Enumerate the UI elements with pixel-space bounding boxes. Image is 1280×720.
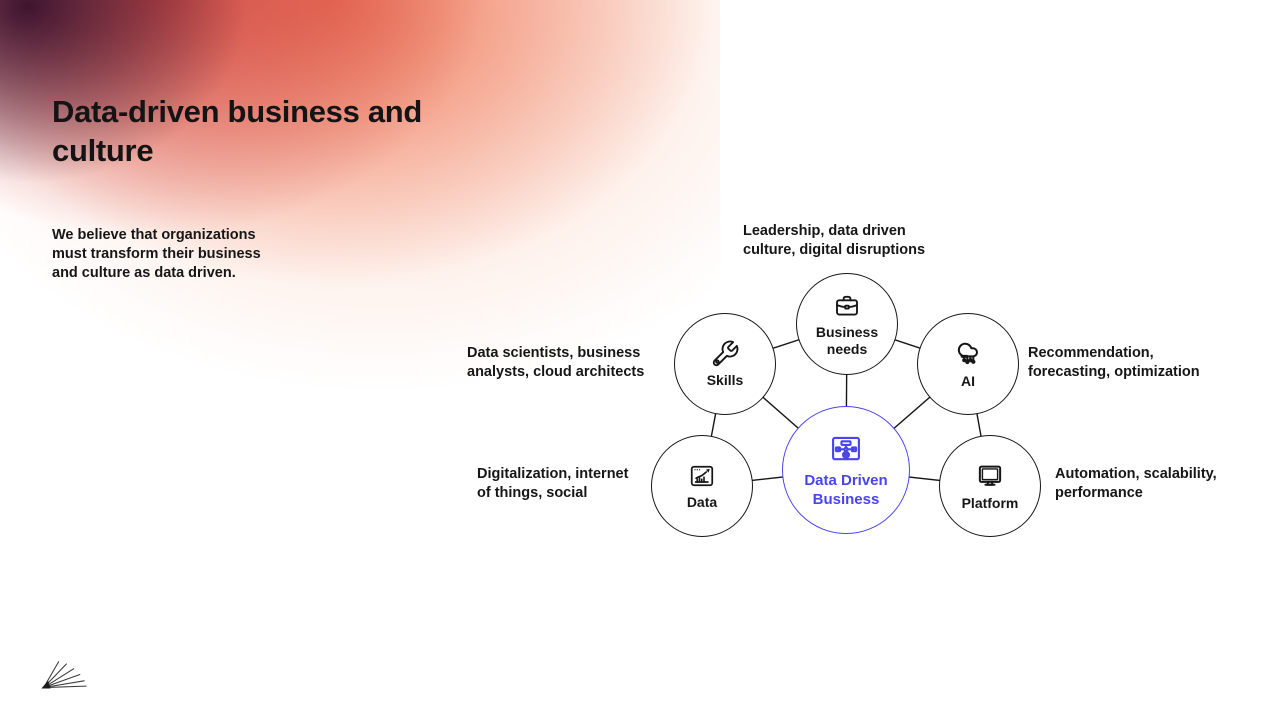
briefcase-icon (832, 291, 862, 321)
node-label-ai: AI (961, 373, 975, 389)
node-business-needs: Business needs (796, 273, 898, 375)
node-label-data: Data (686, 494, 718, 510)
node-label-skills: Skills (706, 372, 744, 388)
node-label-business-needs: Business needs (815, 323, 879, 357)
wrench-icon (710, 339, 740, 369)
fan-lines-logo-icon (38, 660, 88, 697)
cloud-ai-icon (952, 338, 984, 370)
annotation-business-needs: Leadership, data driven culture, digital… (743, 223, 926, 258)
background-gradient (0, 0, 720, 480)
node-skills: Skills (674, 313, 776, 415)
annotation-platform: Automation, scalability, performance (1055, 466, 1217, 501)
annotation-data: Digitalization, internet of things, soci… (477, 466, 629, 501)
node-platform: Platform (939, 435, 1041, 537)
annotation-ai: Recommendation, forecasting, optimizatio… (1028, 345, 1200, 380)
monitor-icon (974, 460, 1006, 492)
node-label-data-driven-business: Data Driven Business (804, 471, 888, 508)
node-data: Data (651, 435, 753, 537)
node-data-driven-business: Data Driven Business (782, 406, 910, 534)
page-title: Data-driven business and culture (52, 94, 423, 168)
page-subtitle: We believe that organizations must trans… (52, 227, 261, 281)
bar-chart-icon (687, 461, 717, 491)
annotation-skills: Data scientists, business analysts, clou… (467, 345, 645, 380)
node-ai: AI (917, 313, 1019, 415)
node-label-platform: Platform (961, 495, 1019, 511)
workflow-gear-icon (829, 432, 863, 466)
